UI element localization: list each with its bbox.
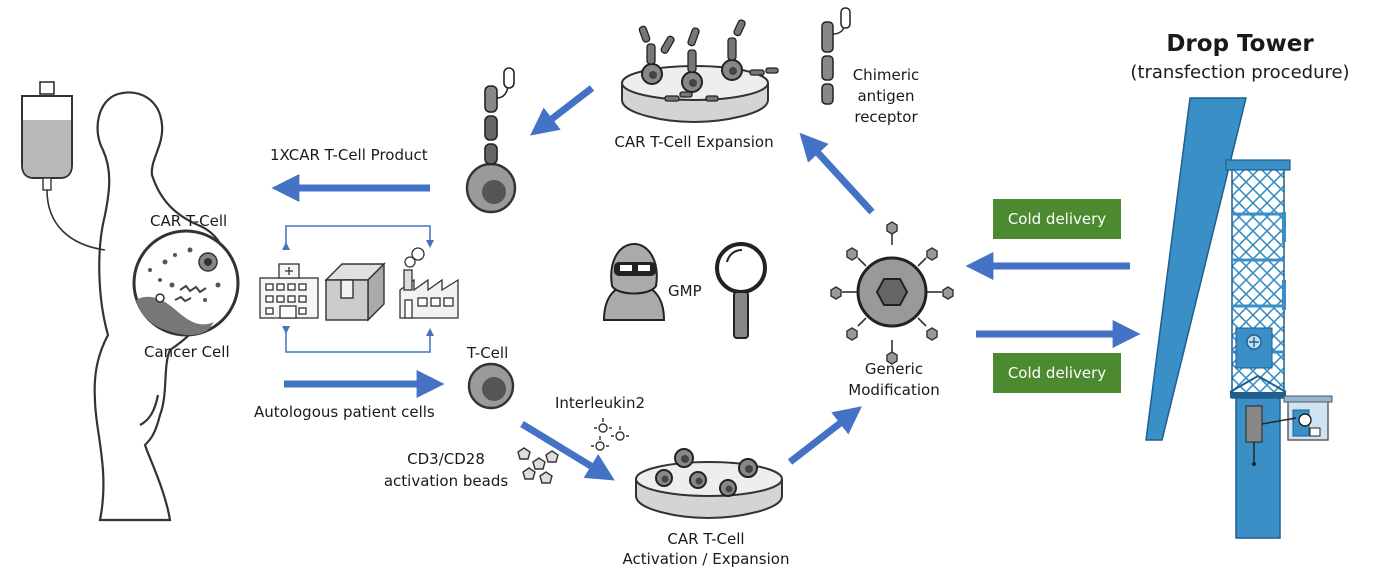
iv-bag xyxy=(21,81,106,251)
beads-label-line2: activation beads xyxy=(383,472,509,490)
vector-particle-icon xyxy=(830,221,954,365)
tower-title: Drop Tower xyxy=(1166,31,1314,57)
generic-label-line2: Modification xyxy=(848,381,940,399)
cold-delivery-badge-bottom: Cold delivery xyxy=(993,353,1121,393)
receptor-label-line1: Chimeric xyxy=(852,66,920,84)
car-t-product-cell xyxy=(465,67,517,214)
receptor-label-line3: receptor xyxy=(854,108,918,126)
loop-arrow-top xyxy=(282,225,434,250)
t-cell xyxy=(467,362,515,410)
arrow-tcell-to-activation xyxy=(520,421,615,481)
cold-delivery-badge-top: Cold delivery xyxy=(993,199,1121,239)
expansion-dish xyxy=(621,19,779,124)
car-t-cell-label: CAR T-Cell xyxy=(150,212,228,230)
arrow-modification-to-expansion xyxy=(799,132,875,215)
hospital-icon xyxy=(259,263,319,319)
patient-figure xyxy=(93,91,227,522)
activation-dish xyxy=(635,448,783,520)
autologous-label: Autologous patient cells xyxy=(254,403,435,421)
scientist-icon xyxy=(602,242,666,321)
t-cell-label: T-Cell xyxy=(467,344,509,362)
product-label: 1XCAR T-Cell Product xyxy=(270,146,428,164)
tower-subtitle: (transfection procedure) xyxy=(1130,62,1350,83)
gmp-label: GMP xyxy=(668,282,702,300)
arrow-activation-to-modification xyxy=(787,406,862,465)
activation-beads xyxy=(517,447,559,484)
activation-label-line2: Activation / Expansion xyxy=(622,550,790,568)
drop-tower xyxy=(1145,97,1333,539)
arrow-expansion-to-product xyxy=(530,85,595,136)
interleukin-molecules xyxy=(591,418,629,451)
expansion-label: CAR T-Cell Expansion xyxy=(614,133,774,151)
magnifier-icon xyxy=(715,242,767,339)
loop-arrow-bottom xyxy=(282,326,434,353)
cancer-cell-label: Cancer Cell xyxy=(144,343,230,361)
interleukin-label: Interleukin2 xyxy=(555,394,646,412)
receptor-label-line2: antigen xyxy=(857,87,915,105)
beads-label-line1: CD3/CD28 xyxy=(407,450,485,468)
factory-icon xyxy=(399,247,459,319)
tumor-magnifier xyxy=(132,229,240,337)
activation-label-line1: CAR T-Cell xyxy=(667,530,745,548)
receptor-icon xyxy=(821,7,851,105)
shipping-box-icon xyxy=(324,262,386,322)
generic-label-line1: Generic xyxy=(864,360,924,378)
